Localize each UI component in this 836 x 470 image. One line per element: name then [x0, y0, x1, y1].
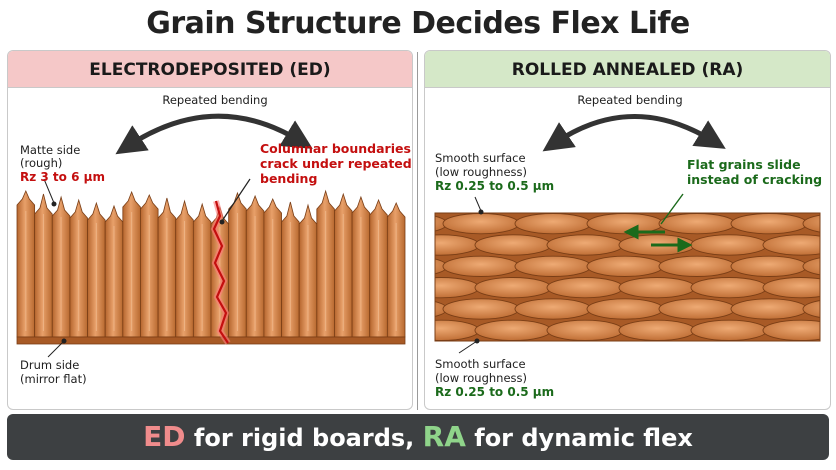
ed-matte-side-sub: (rough)	[20, 156, 63, 170]
ed-grain-diagram	[16, 113, 406, 358]
ra-bending-label: Repeated bending	[577, 93, 683, 107]
ra-grain	[442, 255, 520, 277]
ra-grain	[802, 300, 820, 318]
footer-ed: ED	[143, 420, 186, 453]
ra-grain	[618, 319, 696, 341]
ra-grain	[442, 213, 520, 235]
ra-grain	[546, 319, 624, 341]
ed-drum-pointer	[47, 340, 65, 358]
ra-grain	[730, 255, 808, 277]
ra-grain-diagram	[434, 114, 821, 354]
ed-columnar-grains	[16, 189, 406, 338]
ra-grain	[618, 277, 696, 299]
ed-bending-label: Repeated bending	[162, 93, 268, 107]
ra-grain	[474, 277, 552, 299]
ra-grain	[514, 213, 592, 235]
ra-grain	[442, 298, 520, 320]
ra-grain	[802, 214, 820, 233]
ra-grain	[546, 234, 624, 256]
footer-text-1: for rigid boards,	[185, 424, 423, 452]
panel-divider	[417, 52, 418, 410]
ra-grain	[514, 298, 592, 320]
ra-slide-pointer	[660, 193, 684, 225]
ra-grain	[546, 277, 624, 299]
ed-crack-note-3: bending	[260, 171, 318, 186]
ra-bottom-rz: Rz 0.25 to 0.5 µm	[435, 385, 555, 399]
ed-crack-note-2: crack under repeated	[260, 156, 412, 171]
ed-panel-header: ELECTRODEPOSITED (ED)	[8, 51, 412, 88]
ra-grain	[586, 255, 664, 277]
ed-drum-side-sub: (mirror flat)	[20, 372, 87, 386]
ra-flat-grains	[435, 213, 820, 341]
ed-panel: ELECTRODEPOSITED (ED) Repeated bendi	[7, 50, 413, 410]
ed-drum-side-surface	[16, 336, 406, 345]
ed-bending-arrow	[115, 113, 313, 155]
ra-grain	[762, 277, 820, 299]
ed-crack-pointer	[221, 178, 251, 222]
footer-ra: RA	[422, 420, 466, 453]
ed-drum-side-label: Drum side	[20, 358, 80, 372]
ra-grain	[474, 234, 552, 256]
ra-slide-note-2: instead of cracking	[687, 172, 823, 187]
ed-crack-line	[212, 200, 229, 344]
ra-top-surface-label: Smooth surface	[435, 151, 526, 165]
ed-matte-rz: Rz 3 to 6 µm	[20, 170, 105, 184]
footer-banner: ED for rigid boards, RA for dynamic flex	[7, 414, 829, 460]
ra-grain	[514, 255, 592, 277]
ra-grain	[474, 319, 552, 341]
ra-grain	[658, 255, 736, 277]
ra-grain	[658, 213, 736, 235]
ra-bending-arrow	[542, 114, 726, 152]
ra-grain	[730, 298, 808, 320]
ra-bottom-surface-label: Smooth surface	[435, 357, 526, 371]
ra-panel: ROLLED ANNEALED (RA) Repeated	[424, 50, 831, 410]
page-title: Grain Structure Decides Flex Life	[146, 6, 690, 41]
ed-matte-pointer	[43, 178, 55, 204]
ra-grain	[690, 319, 768, 341]
ra-grain	[586, 298, 664, 320]
ra-grain	[658, 298, 736, 320]
ra-top-surface-sub: (low roughness)	[435, 165, 527, 179]
ed-crack-note-1: Columnar boundaries	[260, 141, 411, 156]
ra-panel-header: ROLLED ANNEALED (RA)	[425, 51, 830, 88]
ra-grain	[690, 234, 768, 256]
ra-grain	[730, 213, 808, 235]
ra-top-rz: Rz 0.25 to 0.5 µm	[435, 179, 555, 193]
ra-bottom-surface-sub: (low roughness)	[435, 371, 527, 385]
ra-grain	[802, 257, 820, 276]
ed-matte-side-label: Matte side	[20, 143, 81, 157]
ra-grain	[762, 234, 820, 256]
ra-grain	[690, 277, 768, 299]
ra-slide-note-1: Flat grains slide	[687, 157, 801, 172]
footer-text-2: for dynamic flex	[465, 424, 693, 452]
ra-top-pointer	[474, 196, 482, 212]
ra-bottom-pointer	[458, 340, 478, 354]
